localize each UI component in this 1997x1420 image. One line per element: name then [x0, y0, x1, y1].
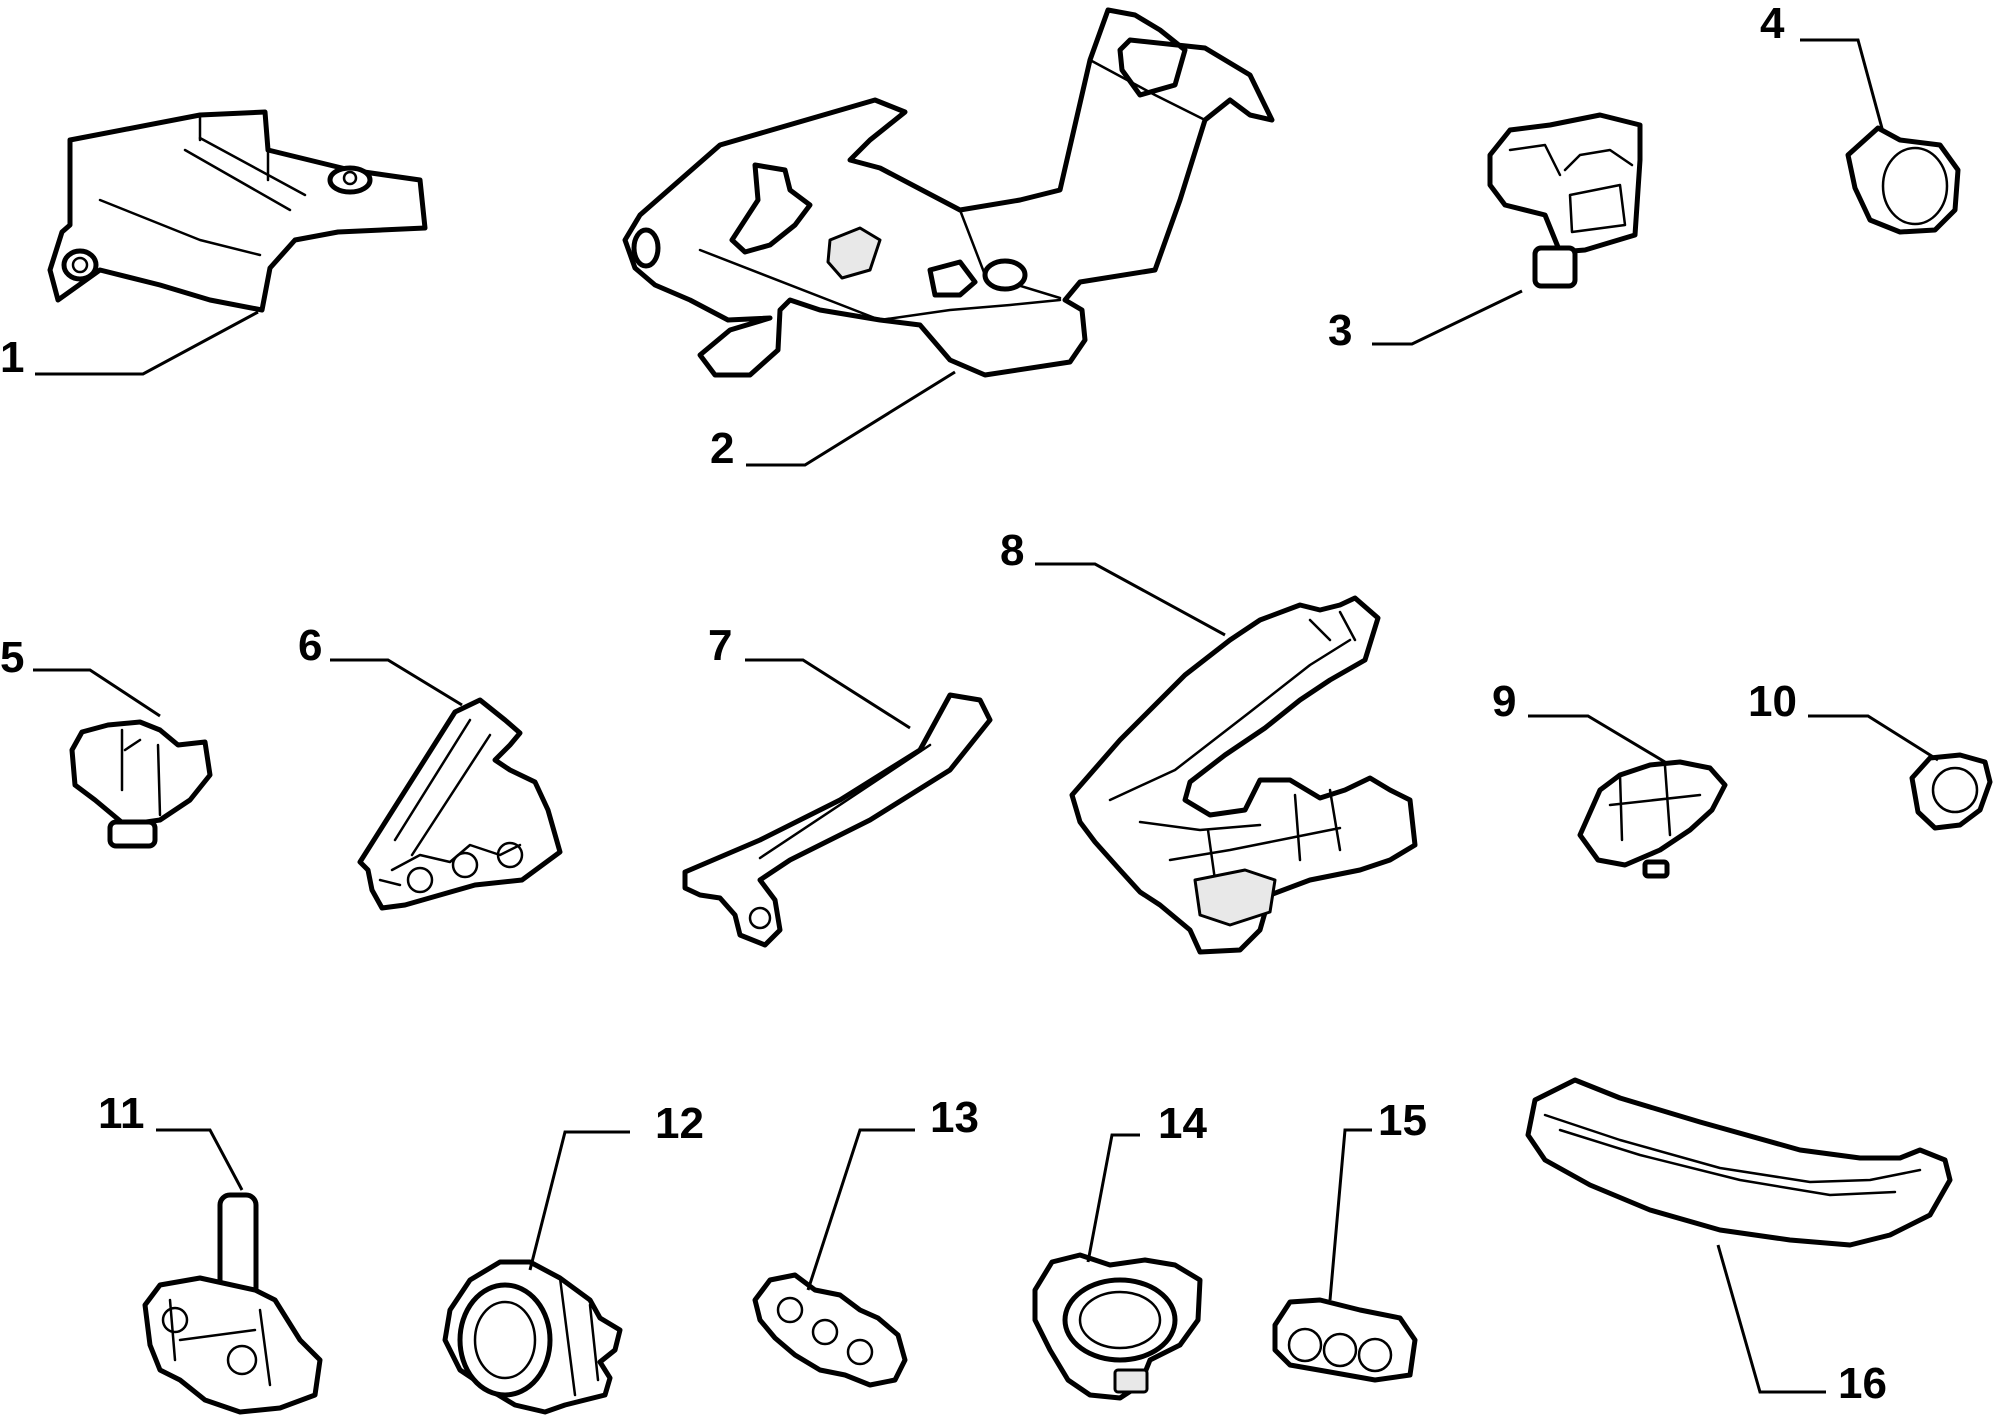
callout-label-14: 14 [1158, 1099, 1207, 1148]
part-6-pipe-clip[interactable] [357, 697, 563, 911]
callout-label-10: 10 [1748, 677, 1797, 726]
callout-label-7: 7 [708, 621, 732, 670]
callout-label-5: 5 [0, 633, 24, 682]
callout-label-4: 4 [1760, 0, 1785, 48]
callout-label-16: 16 [1838, 1359, 1887, 1408]
part-16-curved-channel[interactable] [1525, 1077, 1953, 1248]
callout-9: 9 [1492, 677, 1666, 764]
callout-label-12: 12 [655, 1099, 704, 1148]
part-14-oval-clip[interactable] [1032, 1252, 1203, 1401]
part-1-bracket[interactable] [47, 109, 428, 313]
callout-15: 15 [1328, 1096, 1427, 1301]
callout-label-9: 9 [1492, 677, 1516, 726]
part-4-push-rivet[interactable] [1845, 125, 1961, 235]
callout-16: 16 [1716, 1244, 1887, 1408]
part-10-small-rivet[interactable] [1909, 752, 1993, 831]
part-8-harness-bracket[interactable] [1069, 595, 1418, 955]
callout-12: 12 [528, 1099, 704, 1271]
callout-label-6: 6 [298, 621, 322, 670]
part-12-ring-clip[interactable] [442, 1259, 623, 1415]
callout-6: 6 [298, 621, 463, 707]
callout-13: 13 [806, 1093, 979, 1291]
callout-label-15: 15 [1378, 1096, 1427, 1145]
callout-label-11: 11 [98, 1089, 145, 1138]
callout-11: 11 [98, 1089, 244, 1191]
callout-2: 2 [710, 370, 956, 473]
callout-4: 4 [1760, 0, 1885, 133]
part-3-cable-clip[interactable] [1487, 112, 1643, 289]
callout-8: 8 [1000, 526, 1226, 637]
callout-3: 3 [1328, 289, 1523, 355]
callout-7: 7 [708, 621, 911, 730]
callout-10: 10 [1748, 677, 1939, 762]
part-15-spacer-block[interactable] [1272, 1297, 1418, 1383]
part-2-mounting-bracket[interactable] [622, 7, 1275, 378]
callout-1: 1 [0, 310, 259, 382]
part-11-stud-clip[interactable] [142, 1192, 323, 1415]
part-13-tube-clip[interactable] [752, 1272, 908, 1388]
callout-label-8: 8 [1000, 526, 1024, 575]
part-5-bolt-clip[interactable] [69, 719, 213, 849]
callout-label-2: 2 [710, 424, 734, 473]
part-7-strap-tie[interactable] [682, 692, 993, 948]
callout-label-13: 13 [930, 1093, 979, 1142]
callout-label-3: 3 [1328, 306, 1352, 355]
callout-5: 5 [0, 633, 161, 718]
callout-14: 14 [1086, 1099, 1207, 1263]
part-9-double-clip[interactable] [1577, 759, 1728, 879]
callout-label-1: 1 [0, 333, 24, 382]
